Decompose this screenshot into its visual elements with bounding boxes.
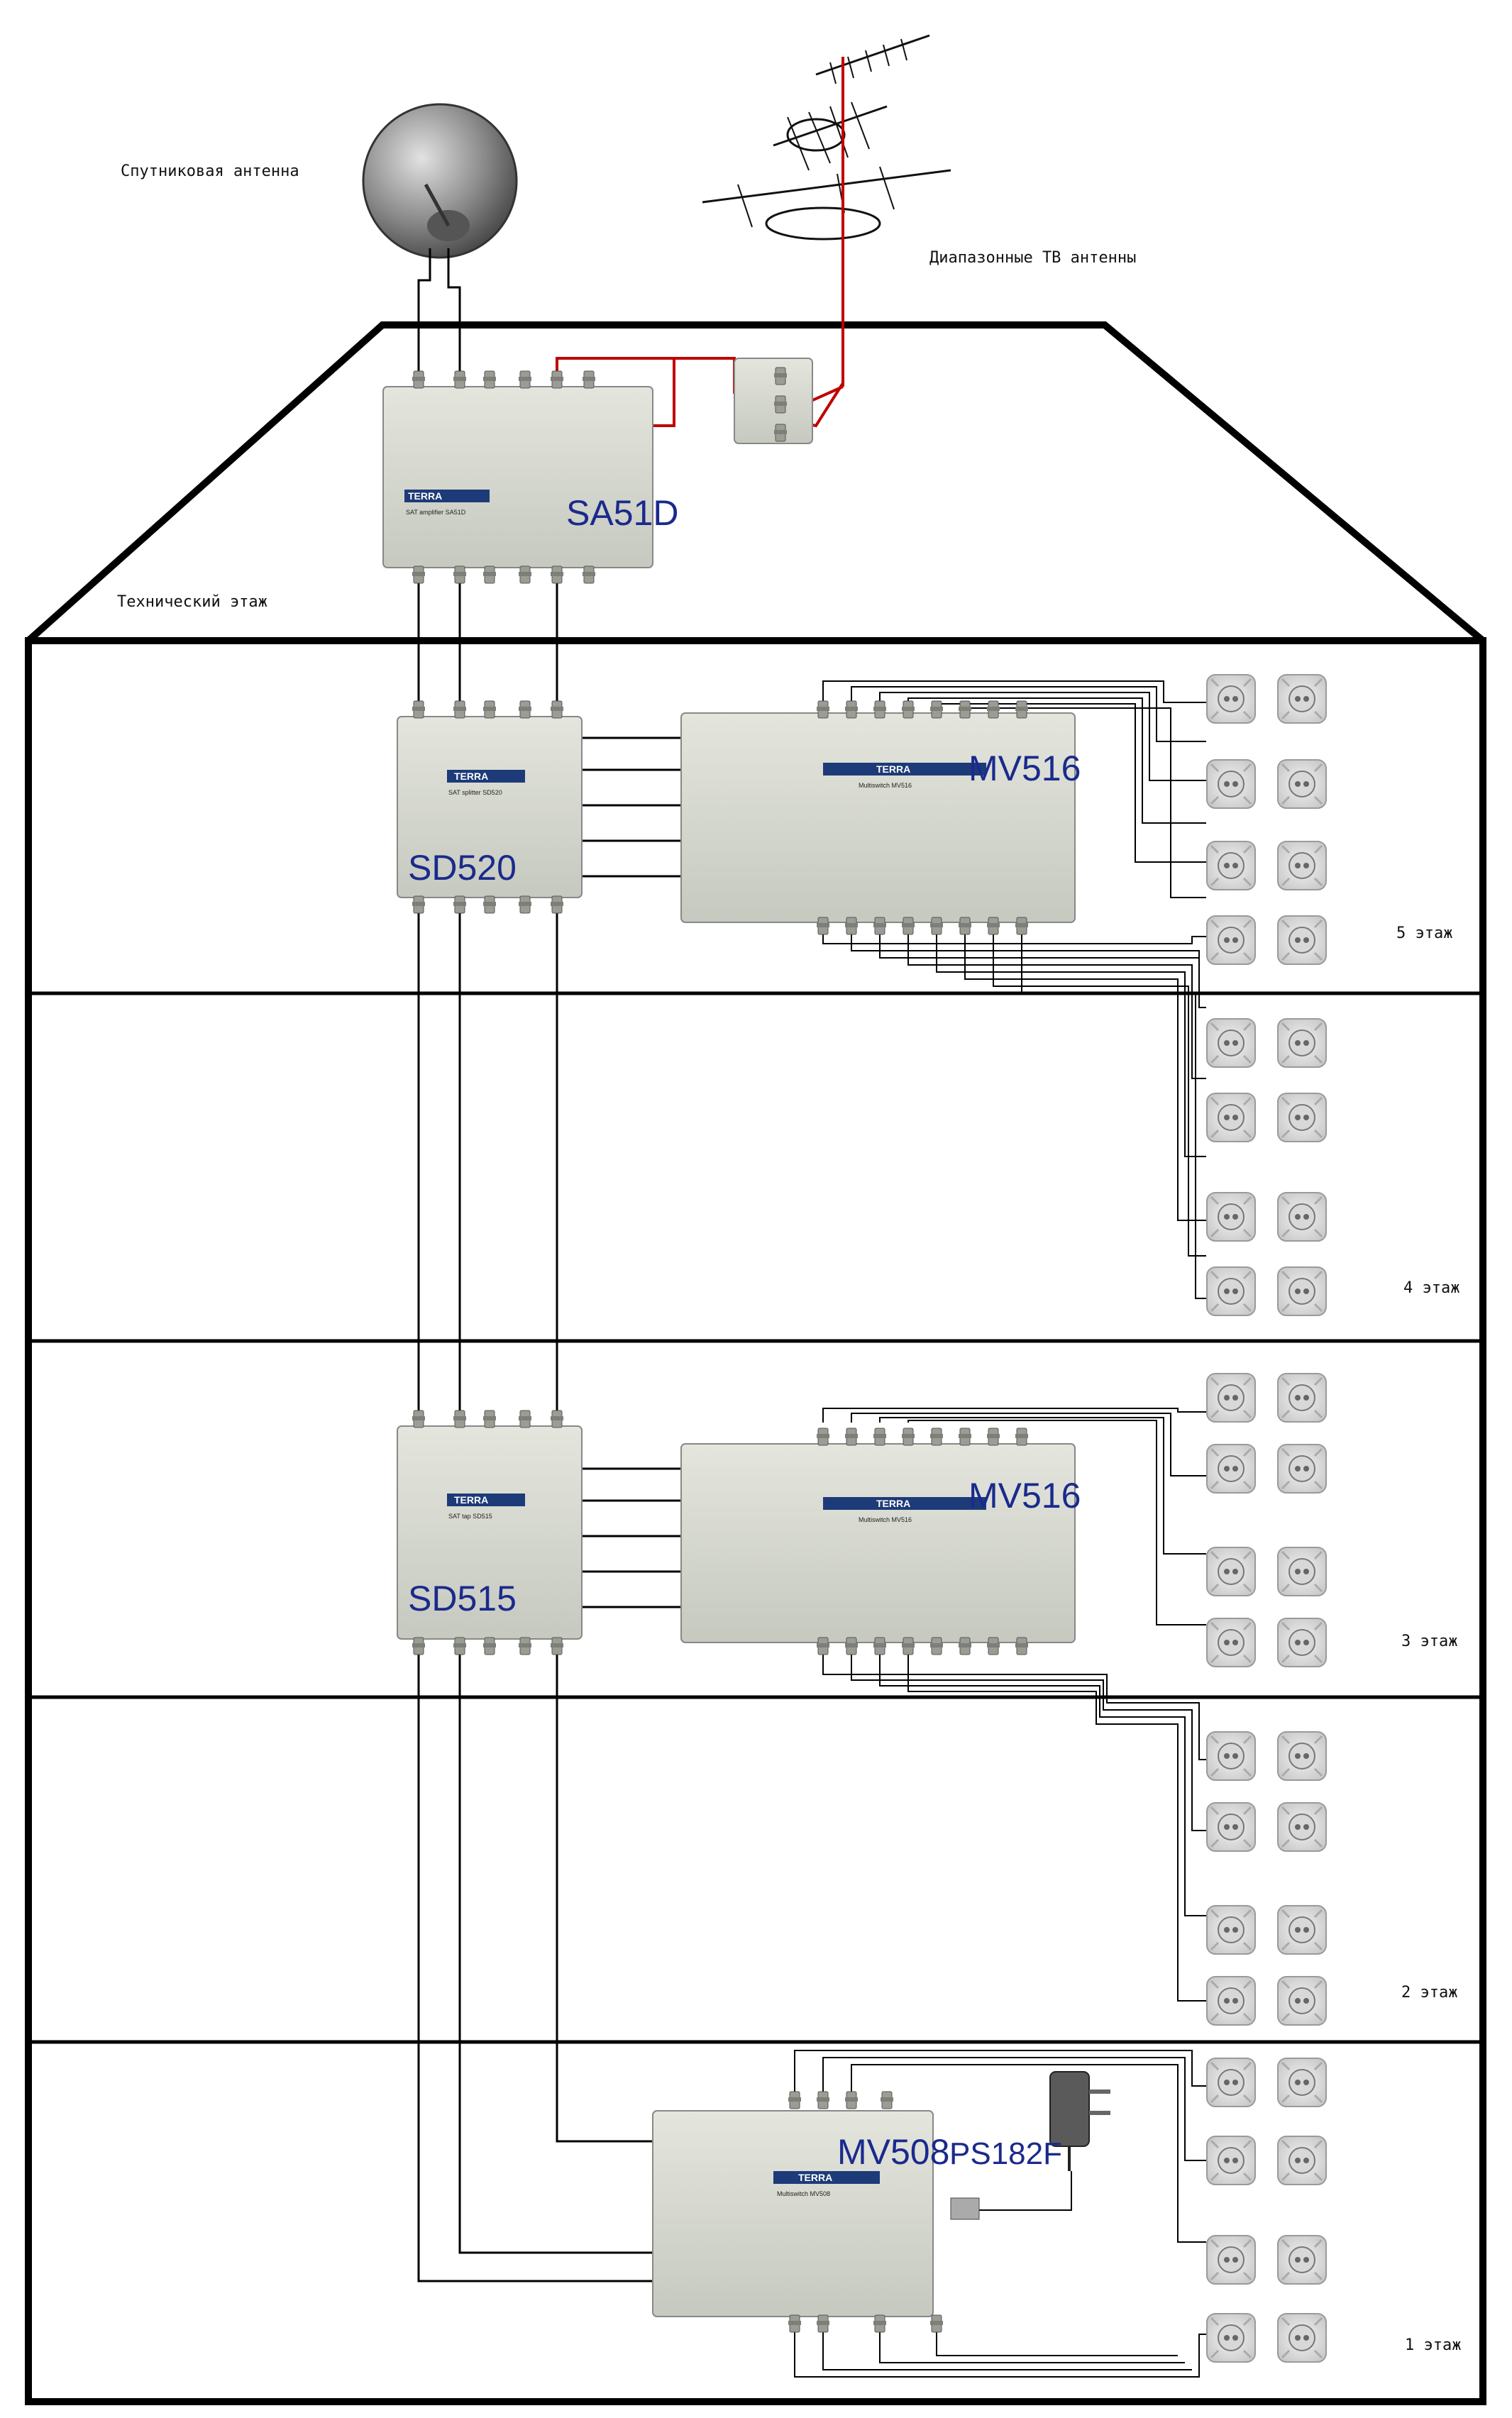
socket bbox=[1205, 2234, 1257, 2285]
multiswitch-mv516-top: TERRA Multiswitch MV516 MV516 bbox=[680, 700, 1081, 935]
tap-model-text: SAT tap SD515 bbox=[448, 1513, 492, 1520]
socket bbox=[1276, 1975, 1328, 2026]
socket bbox=[1205, 1017, 1257, 1069]
socket bbox=[1205, 1191, 1257, 1242]
socket bbox=[1205, 1975, 1257, 2026]
ms8-model-text: Multiswitch MV508 bbox=[777, 2190, 830, 2197]
socket bbox=[1276, 1617, 1328, 1668]
socket bbox=[1276, 1546, 1328, 1597]
socket bbox=[1276, 1372, 1328, 1423]
ms-mid-model-text: Multiswitch MV516 bbox=[859, 1516, 912, 1523]
amplifier-model-text: SAT amplifier SA51D bbox=[406, 509, 466, 516]
socket bbox=[1205, 1730, 1257, 1782]
multiswitch-mv508: TERRA Multiswitch MV508 MV508 bbox=[652, 2091, 949, 2333]
terrestrial-combiner bbox=[734, 358, 813, 444]
splitter-label: SD520 bbox=[408, 848, 517, 888]
amplifier-label: SA51D bbox=[566, 493, 678, 533]
subscriber-cables bbox=[794, 680, 1206, 2378]
socket bbox=[1276, 2312, 1328, 2363]
tv-antennas bbox=[702, 34, 951, 241]
socket bbox=[1205, 1092, 1257, 1143]
socket bbox=[1276, 840, 1328, 891]
floor-5-label: 5 этаж bbox=[1396, 924, 1452, 942]
floor-4-label: 4 этаж bbox=[1403, 1279, 1459, 1297]
socket bbox=[1205, 1801, 1257, 1853]
socket bbox=[1276, 758, 1328, 810]
socket bbox=[1276, 2057, 1328, 2108]
socket bbox=[1276, 1266, 1328, 1317]
tv-antennas-label: Диапазонные ТВ антенны bbox=[929, 249, 1136, 267]
power-supply-label: PS182F bbox=[949, 2136, 1062, 2171]
amplifier-brand: TERRA bbox=[408, 490, 442, 502]
multiswitch-mv516-mid: TERRA Multiswitch MV516 MV516 bbox=[680, 1428, 1081, 1655]
socket bbox=[1205, 2312, 1257, 2363]
socket bbox=[1205, 1372, 1257, 1423]
socket bbox=[1205, 2057, 1257, 2108]
socket bbox=[1276, 1092, 1328, 1143]
socket bbox=[1205, 1443, 1257, 1494]
socket bbox=[1205, 1266, 1257, 1317]
socket bbox=[1276, 1443, 1328, 1494]
socket bbox=[1276, 1801, 1328, 1853]
ms-top-brand: TERRA bbox=[876, 763, 910, 775]
socket bbox=[1205, 1617, 1257, 1668]
socket bbox=[1205, 758, 1257, 810]
splitter-model-text: SAT splitter SD520 bbox=[448, 789, 502, 796]
socket bbox=[1205, 915, 1257, 966]
socket bbox=[1205, 673, 1257, 724]
building-outline bbox=[25, 321, 1486, 2405]
roof bbox=[26, 321, 1486, 644]
ms-top-model-text: Multiswitch MV516 bbox=[859, 782, 912, 789]
wall-sockets bbox=[1205, 673, 1328, 2363]
satellite-dish bbox=[362, 103, 518, 259]
socket bbox=[1276, 2135, 1328, 2186]
tap-sd515: TERRA SAT tap SD515 SD515 bbox=[397, 1410, 583, 1655]
floor-1-label: 1 этаж bbox=[1405, 2336, 1461, 2354]
satellite-antenna-label: Спутниковая антенна bbox=[121, 162, 299, 180]
multiswitch-top-label: MV516 bbox=[969, 749, 1081, 788]
amplifier-sa51d: TERRA SAT amplifier SA51D SA51D bbox=[382, 370, 678, 584]
power-supply-ps182f: PS182F bbox=[949, 2071, 1110, 2220]
socket bbox=[1276, 673, 1328, 724]
socket bbox=[1276, 1191, 1328, 1242]
socket bbox=[1276, 1904, 1328, 1955]
tap-label: SD515 bbox=[408, 1579, 517, 1618]
technical-floor-label: Технический этаж bbox=[117, 593, 267, 611]
ms8-brand: TERRA bbox=[798, 2172, 832, 2183]
floor-labels: 5 этаж 4 этаж 3 этаж 2 этаж 1 этаж bbox=[1396, 924, 1461, 2354]
socket bbox=[1276, 2234, 1328, 2285]
socket bbox=[1205, 1904, 1257, 1955]
socket bbox=[1205, 840, 1257, 891]
socket bbox=[1205, 2135, 1257, 2186]
socket bbox=[1276, 1017, 1328, 1069]
multiswitch-mid-label: MV516 bbox=[969, 1476, 1081, 1516]
floor-2-label: 2 этаж bbox=[1401, 1984, 1457, 2002]
floor-dividers bbox=[28, 991, 1483, 2044]
tap-brand: TERRA bbox=[454, 1494, 488, 1506]
socket bbox=[1276, 915, 1328, 966]
splitter-sd520: TERRA SAT splitter SD520 SD520 bbox=[397, 700, 583, 914]
floor-3-label: 3 этаж bbox=[1401, 1633, 1457, 1650]
socket bbox=[1276, 1730, 1328, 1782]
building-walls bbox=[25, 637, 1486, 2405]
satellite-cables bbox=[417, 248, 681, 2282]
splitter-brand: TERRA bbox=[454, 771, 488, 782]
socket bbox=[1205, 1546, 1257, 1597]
multiswitch-bottom-label: MV508 bbox=[837, 2132, 949, 2172]
ms-mid-brand: TERRA bbox=[876, 1498, 910, 1509]
